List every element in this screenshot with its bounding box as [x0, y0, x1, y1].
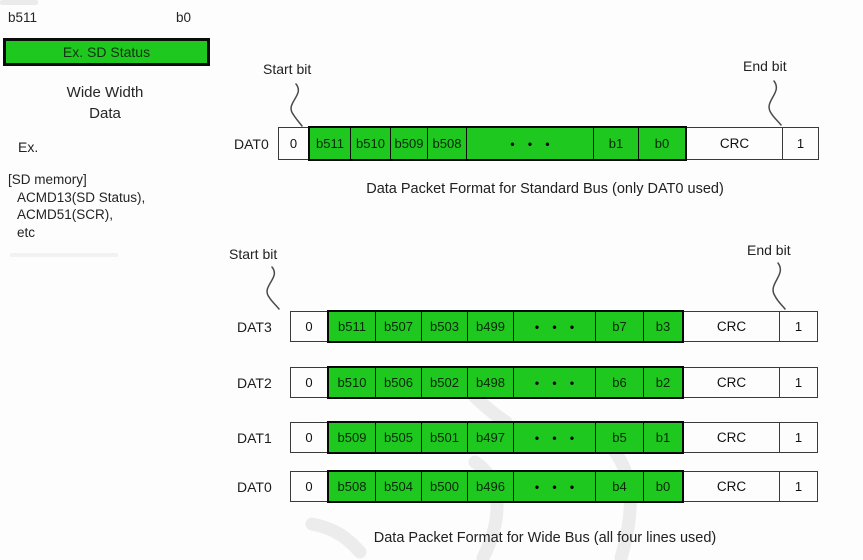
bit-cell: b0 [638, 128, 685, 159]
packet-row-box: 0 b511 b507 b503 b499 • • • b7 b3 CRC 1 [290, 310, 818, 343]
crc-cell: CRC [716, 430, 747, 445]
bit-cell: b510 [350, 128, 390, 159]
ellipsis-cell: • • • [513, 423, 595, 452]
standard-end-bit-label: End bit [743, 58, 787, 74]
wide-dat0-row: DAT0 0 b508 b504 b500 b496 • • • b4 b0 C… [237, 470, 818, 503]
wide-width-block-label: Ex. SD Status [62, 44, 151, 60]
start-bit-cell: 0 [305, 430, 313, 445]
wide-bus-caption: Data Packet Format for Wide Bus (all fou… [373, 530, 717, 546]
bit-cell: b509 [390, 128, 427, 159]
wide-dat1-row: DAT1 0 b509 b505 b501 b497 • • • b5 b1 C… [237, 421, 818, 454]
row-label: DAT0 [234, 135, 269, 152]
row-label: DAT1 [237, 429, 272, 446]
bit-cell: b505 [375, 423, 421, 452]
standard-dat0-row: DAT0 0 b511 b510 b509 b508 • • • b1 b0 C… [234, 126, 819, 161]
example-group-label: [SD memory] [8, 172, 87, 187]
end-bit-arrow-icon [772, 262, 786, 310]
start-bit-arrow-icon [266, 266, 280, 310]
wide-end-bit-label: End bit [747, 242, 791, 258]
bit-cell: b6 [595, 368, 643, 397]
bit-cell: b507 [375, 312, 421, 341]
example-item: etc [17, 224, 36, 240]
data-bits-group: b511 b510 b509 b508 • • • b1 b0 [308, 126, 687, 161]
bit-cell: b501 [421, 423, 467, 452]
bit-cell: b502 [421, 368, 467, 397]
crc-cell: CRC [716, 375, 747, 390]
standard-bus-caption: Data Packet Format for Standard Bus (onl… [366, 181, 724, 197]
example-list: [SD memory] ACMD13(SD Status), ACMD51(SC… [8, 171, 145, 241]
start-bit-arrow-icon [290, 83, 303, 127]
packet-row-box: 0 b511 b510 b509 b508 • • • b1 b0 CRC 1 [278, 126, 819, 161]
bit-cell: b5 [595, 423, 643, 452]
wide-width-data-block: Ex. SD Status [3, 38, 210, 66]
crc-cell: CRC [716, 319, 747, 334]
end-bit-cell: 1 [779, 472, 817, 501]
ellipsis-cell: • • • [513, 472, 595, 501]
row-label: DAT2 [237, 374, 272, 391]
crc-cell: CRC [719, 136, 750, 151]
bit-cell: b511 [338, 319, 366, 334]
data-bits-group: b508 b504 b500 b496 • • • b4 b0 [327, 470, 684, 503]
bit-cell: b496 [467, 472, 513, 501]
end-bit-cell: 1 [779, 423, 817, 452]
start-bit-cell: 0 [305, 375, 313, 390]
wide-dat2-row: DAT2 0 b510 b506 b502 b498 • • • b6 b2 C… [237, 366, 818, 399]
bit-cell: b4 [595, 472, 643, 501]
start-bit-cell: 0 [305, 479, 313, 494]
crc-cell: CRC [716, 479, 747, 494]
bit-cell: b500 [421, 472, 467, 501]
ellipsis-cell: • • • [466, 128, 593, 159]
example-item: ACMD13(SD Status), [17, 189, 146, 205]
bit-cell: b498 [467, 368, 513, 397]
packet-row-box: 0 b510 b506 b502 b498 • • • b6 b2 CRC 1 [290, 366, 818, 399]
bit-high-label: b511 [8, 10, 38, 25]
data-bits-group: b511 b507 b503 b499 • • • b7 b3 [327, 310, 684, 343]
bit-cell: b1 [643, 423, 682, 452]
bit-cell: b508 [337, 479, 367, 494]
bit-cell: b3 [643, 312, 682, 341]
packet-row-box: 0 b508 b504 b500 b496 • • • b4 b0 CRC 1 [290, 470, 818, 503]
example-item: ACMD51(SCR), [17, 207, 114, 222]
end-bit-cell: 1 [779, 368, 817, 397]
wide-start-bit-label: Start bit [229, 246, 278, 262]
scan-artifact [10, 253, 118, 257]
bit-low-label: b0 [176, 10, 192, 25]
start-bit-cell: 0 [305, 319, 313, 334]
bit-cell: b510 [337, 375, 367, 390]
row-label: DAT0 [237, 478, 272, 495]
ellipsis-cell: • • • [513, 368, 595, 397]
example-heading: Ex. [18, 139, 39, 155]
bit-cell: b508 [427, 128, 466, 159]
wide-width-caption-line1: Wide Width [66, 84, 144, 101]
scan-artifact [0, 0, 38, 5]
bit-cell: b509 [337, 430, 367, 445]
packet-row-box: 0 b509 b505 b501 b497 • • • b5 b1 CRC 1 [290, 421, 818, 454]
wide-width-caption-line2: Data [89, 105, 121, 122]
wide-dat3-row: DAT3 0 b511 b507 b503 b499 • • • b7 b3 C… [237, 310, 818, 343]
end-bit-cell: 1 [779, 312, 817, 341]
bit-cell: b2 [643, 368, 682, 397]
bit-cell: b7 [595, 312, 643, 341]
bit-cell: b1 [593, 128, 638, 159]
bit-cell: b506 [375, 368, 421, 397]
bit-cell: b511 [316, 136, 344, 151]
end-bit-cell: 1 [782, 128, 818, 159]
bit-cell: b503 [421, 312, 467, 341]
bit-cell: b504 [375, 472, 421, 501]
row-label: DAT3 [237, 318, 272, 335]
bit-cell: b499 [467, 312, 513, 341]
end-bit-arrow-icon [768, 80, 782, 126]
wide-width-caption: Wide Width Data [25, 82, 185, 124]
bit-cell: b0 [643, 472, 682, 501]
start-bit-cell: 0 [289, 136, 298, 151]
standard-start-bit-label: Start bit [263, 61, 312, 77]
bit-cell: b497 [467, 423, 513, 452]
data-bits-group: b509 b505 b501 b497 • • • b5 b1 [327, 421, 684, 454]
ellipsis-cell: • • • [513, 312, 595, 341]
data-bits-group: b510 b506 b502 b498 • • • b6 b2 [327, 366, 684, 399]
